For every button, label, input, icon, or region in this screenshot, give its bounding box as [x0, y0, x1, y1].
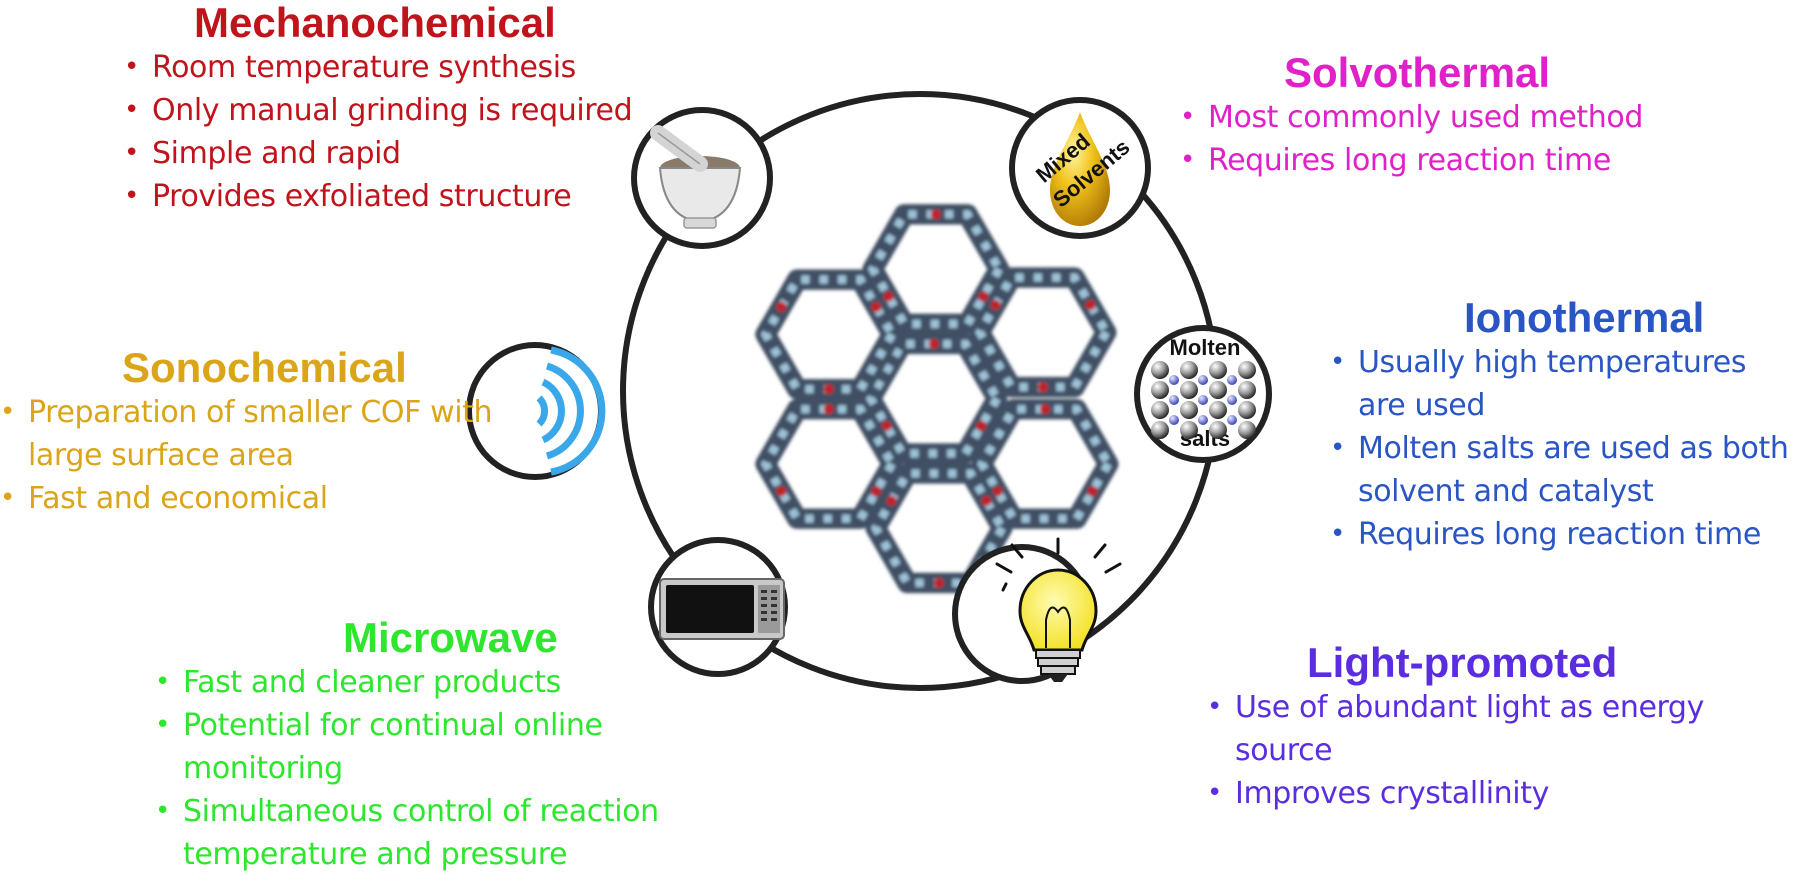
title-microwave: Microwave: [343, 614, 558, 661]
cof-linker: [928, 338, 939, 349]
bullet-point: Usually high temperatures are used: [1330, 341, 1800, 427]
bullet-point: Preparation of smaller COF with large su…: [0, 391, 520, 477]
cof-linker: [933, 577, 945, 589]
bullet-point: Simultaneous control of reaction tempera…: [155, 790, 675, 876]
cof-linker: [823, 384, 834, 395]
points-solvothermal: Most commonly used methodRequires long r…: [1180, 96, 1643, 182]
salt-cation: [1238, 381, 1256, 399]
cof-linker: [823, 404, 834, 415]
bullet-point: Requires long reaction time: [1180, 139, 1643, 182]
cof-linker: [978, 291, 989, 302]
salt-anion: [1198, 415, 1208, 425]
salt-cation: [1209, 361, 1227, 379]
bullet-point: Fast and economical: [0, 477, 520, 520]
salt-cation: [1209, 421, 1227, 439]
cof-linker: [981, 495, 992, 506]
cof-linker: [886, 495, 897, 506]
cof-linker: [776, 301, 787, 313]
bullet-point: Molten salts are used as both solvent an…: [1330, 427, 1800, 513]
salt-cation: [1238, 421, 1256, 439]
points-ionothermal: Usually high temperatures are usedMolten…: [1330, 341, 1800, 556]
salt-cation: [1151, 361, 1169, 379]
salt-cation: [1151, 381, 1169, 399]
molten-label: Molten: [1170, 335, 1241, 360]
cof-linker: [881, 420, 892, 432]
salt-cation: [1180, 381, 1198, 399]
method-solvothermal: Solvothermal Most commonly used methodRe…: [1180, 49, 1643, 182]
salt-anion: [1227, 375, 1237, 385]
bullet-point: Most commonly used method: [1180, 96, 1643, 139]
salt-anion: [1169, 395, 1179, 405]
bullet-point: Provides exfoliated structure: [124, 175, 632, 218]
cof-linker: [883, 291, 894, 302]
cof-linker: [1039, 404, 1051, 415]
cof-ring-atoms: [865, 339, 1002, 458]
salt-cation: [1209, 401, 1227, 419]
cof-linker: [990, 299, 1001, 311]
cof-ring-atoms: [977, 405, 1113, 523]
bullet-point: Potential for continual online monitorin…: [155, 704, 675, 790]
bullet-point: Improves crystallinity: [1207, 772, 1727, 815]
microwave-oven-icon: [648, 537, 788, 677]
cof-linker: [871, 486, 882, 497]
cof-linker: [776, 486, 787, 497]
cof-linker: [976, 420, 987, 432]
title-sonochemical: Sonochemical: [122, 344, 407, 391]
cof-ring-atoms: [760, 275, 897, 394]
salt-cation: [1209, 381, 1227, 399]
salt-anion: [1198, 395, 1208, 405]
salt-anion: [1227, 415, 1237, 425]
salt-anion: [1169, 415, 1179, 425]
mortar-pestle-icon: [631, 107, 773, 249]
cof-linker: [1037, 382, 1049, 393]
cof-linker: [871, 301, 882, 313]
points-microwave: Fast and cleaner productsPotential for c…: [155, 661, 675, 876]
bullet-point: Simple and rapid: [124, 132, 632, 175]
points-sonochemical: Preparation of smaller COF with large su…: [0, 391, 520, 520]
points-mechanochemical: Room temperature synthesisOnly manual gr…: [124, 46, 633, 218]
salt-anion: [1169, 375, 1179, 385]
bullet-point: Only manual grinding is required: [124, 89, 633, 132]
salt-anion: [1198, 375, 1208, 385]
salt-cation: [1180, 361, 1198, 379]
cof-ring-atoms: [975, 273, 1111, 392]
points-light-promoted: Use of abundant light as energy sourceIm…: [1207, 686, 1727, 815]
salt-cation: [1238, 361, 1256, 379]
bullet-point: Requires long reaction time: [1330, 513, 1800, 556]
title-solvothermal: Solvothermal: [1284, 49, 1551, 96]
method-mechanochemical: Mechanochemical Room temperature synthes…: [124, 0, 633, 218]
cof-linker: [930, 209, 941, 220]
salt-anion: [1227, 395, 1237, 405]
bullet-point: Fast and cleaner products: [155, 661, 675, 704]
salt-cation: [1151, 401, 1169, 419]
cof-ring-atoms: [867, 210, 1004, 328]
bullet-point: Use of abundant light as energy source: [1207, 686, 1727, 772]
bullet-point: Room temperature synthesis: [124, 46, 632, 89]
method-sonochemical: Sonochemical Preparation of smaller COF …: [0, 344, 520, 520]
salt-cation: [1180, 401, 1198, 419]
solvent-drop-icon: Mixed Solvents: [1009, 97, 1151, 239]
molten-salts-icon: Molten salts: [1134, 325, 1272, 463]
method-ionothermal: Ionothermal Usually high temperatures ar…: [1330, 294, 1800, 556]
title-mechanochemical: Mechanochemical: [194, 0, 556, 46]
salt-cation: [1180, 421, 1198, 439]
salt-cation: [1238, 401, 1256, 419]
title-light-promoted: Light-promoted: [1307, 639, 1618, 686]
cof-honeycomb-structure: [755, 204, 1119, 594]
cof-linker: [1085, 299, 1096, 311]
light-bulb-icon: [952, 537, 1122, 684]
cof-linker: [1087, 486, 1098, 497]
cof-linker: [992, 486, 1003, 497]
method-microwave: Microwave Fast and cleaner productsPoten…: [155, 614, 675, 876]
salt-cation: [1151, 421, 1169, 439]
title-ionothermal: Ionothermal: [1464, 294, 1705, 341]
method-light-promoted: Light-promoted Use of abundant light as …: [1207, 639, 1727, 815]
